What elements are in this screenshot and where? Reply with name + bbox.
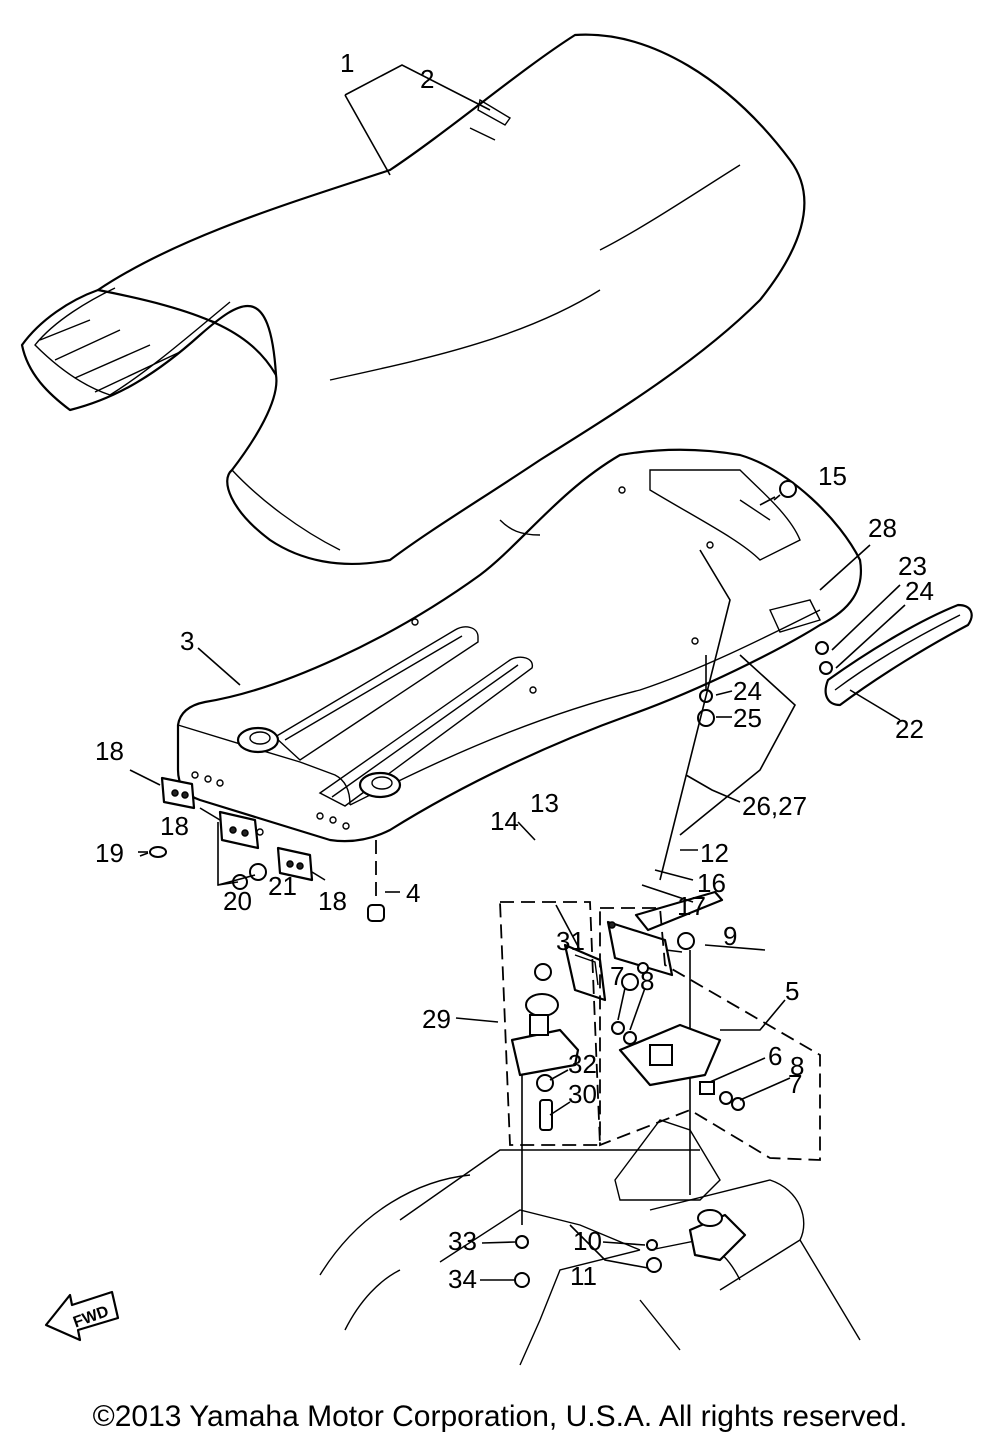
spring-6 [699,1081,715,1095]
callout-16: 16 [697,868,726,898]
callout-labels: 1 2 3 4 5 6 7 7 8 8 9 10 11 12 13 14 15 … [95,48,934,1294]
callout-24-lower: 24 [733,676,762,706]
callout-26-27: 26,27 [742,791,807,821]
hinge-bracket-lower [276,846,314,882]
pad-26-27 [634,890,724,932]
callout-8-lower: 8 [790,1051,804,1081]
forward-arrow-icon: FWD [44,1290,120,1342]
callout-11: 11 [570,1261,597,1291]
cap-31 [525,993,559,1017]
callout-8-upper: 8 [640,966,654,996]
callout-1: 1 [340,48,354,78]
nut-24a [819,661,833,675]
screw-15 [773,480,797,501]
hinge-bracket-upper [160,776,196,810]
copyright-notice: ©2013 Yamaha Motor Corporation, U.S.A. A… [92,1400,908,1433]
grommet-4 [367,840,385,922]
washer-8a [623,1031,637,1045]
callout-23: 23 [898,551,927,581]
bolt-30 [539,1099,553,1131]
callout-18-upper: 18 [95,736,124,766]
nut-9 [677,932,695,950]
washer-8b [719,1091,733,1105]
exploded-parts-diagram: FWD [20,33,973,1366]
callout-18-lower: 18 [318,886,347,916]
hook-13 [563,943,607,1002]
callout-32: 32 [568,1049,597,1079]
callout-22: 22 [895,714,924,744]
callout-5: 5 [785,976,799,1006]
callout-30: 30 [568,1079,597,1109]
lock-bracket-29 [510,1014,580,1077]
nut-21 [249,863,267,881]
nut-34 [514,1272,530,1288]
screw-23 [815,641,829,655]
latch-assembly-6 [618,1023,722,1087]
hinge-bracket-middle [218,810,260,850]
assembly-29-boundary [499,901,601,1146]
callout-20: 20 [223,886,252,916]
callout-29: 29 [422,1004,451,1034]
callout-31: 31 [556,926,585,956]
callout-24-upper: 24 [905,576,934,606]
washer-16 [637,962,649,974]
nut-32 [536,1074,554,1092]
screw-14 [534,963,552,981]
nut-7a [611,1021,625,1035]
seat-base [176,448,863,843]
callout-2: 2 [420,64,434,94]
callout-13: 13 [530,788,559,818]
bolt-19 [139,846,167,858]
callout-17: 17 [677,891,706,921]
callout-9: 9 [723,921,737,951]
seat-cushion [20,33,806,566]
washer-10 [646,1239,658,1251]
callout-28: 28 [868,513,897,543]
rear-grab-strap [824,603,973,707]
callout-21: 21 [268,871,297,901]
callout-7-lower: 7 [788,1069,802,1099]
nut-7b [731,1097,745,1111]
callout-10: 10 [573,1226,602,1256]
callout-15: 15 [818,461,847,491]
callout-7-upper: 7 [610,961,624,991]
callout-19: 19 [95,838,124,868]
callout-25: 25 [733,703,762,733]
callout-18-middle: 18 [160,811,189,841]
leader-lines [129,64,906,1281]
callout-33: 33 [448,1226,477,1256]
hull-deck [319,1119,861,1366]
nut-11 [646,1257,662,1273]
washer-33 [515,1235,529,1249]
assembly-5-boundary [599,907,821,1161]
latch-plate-12 [606,920,683,977]
callout-34: 34 [448,1264,477,1294]
nut-17 [621,973,639,991]
callout-14: 14 [490,806,519,836]
callout-6: 6 [768,1041,782,1071]
callout-3: 3 [180,626,194,656]
callout-12: 12 [700,838,729,868]
callout-4: 4 [406,878,420,908]
